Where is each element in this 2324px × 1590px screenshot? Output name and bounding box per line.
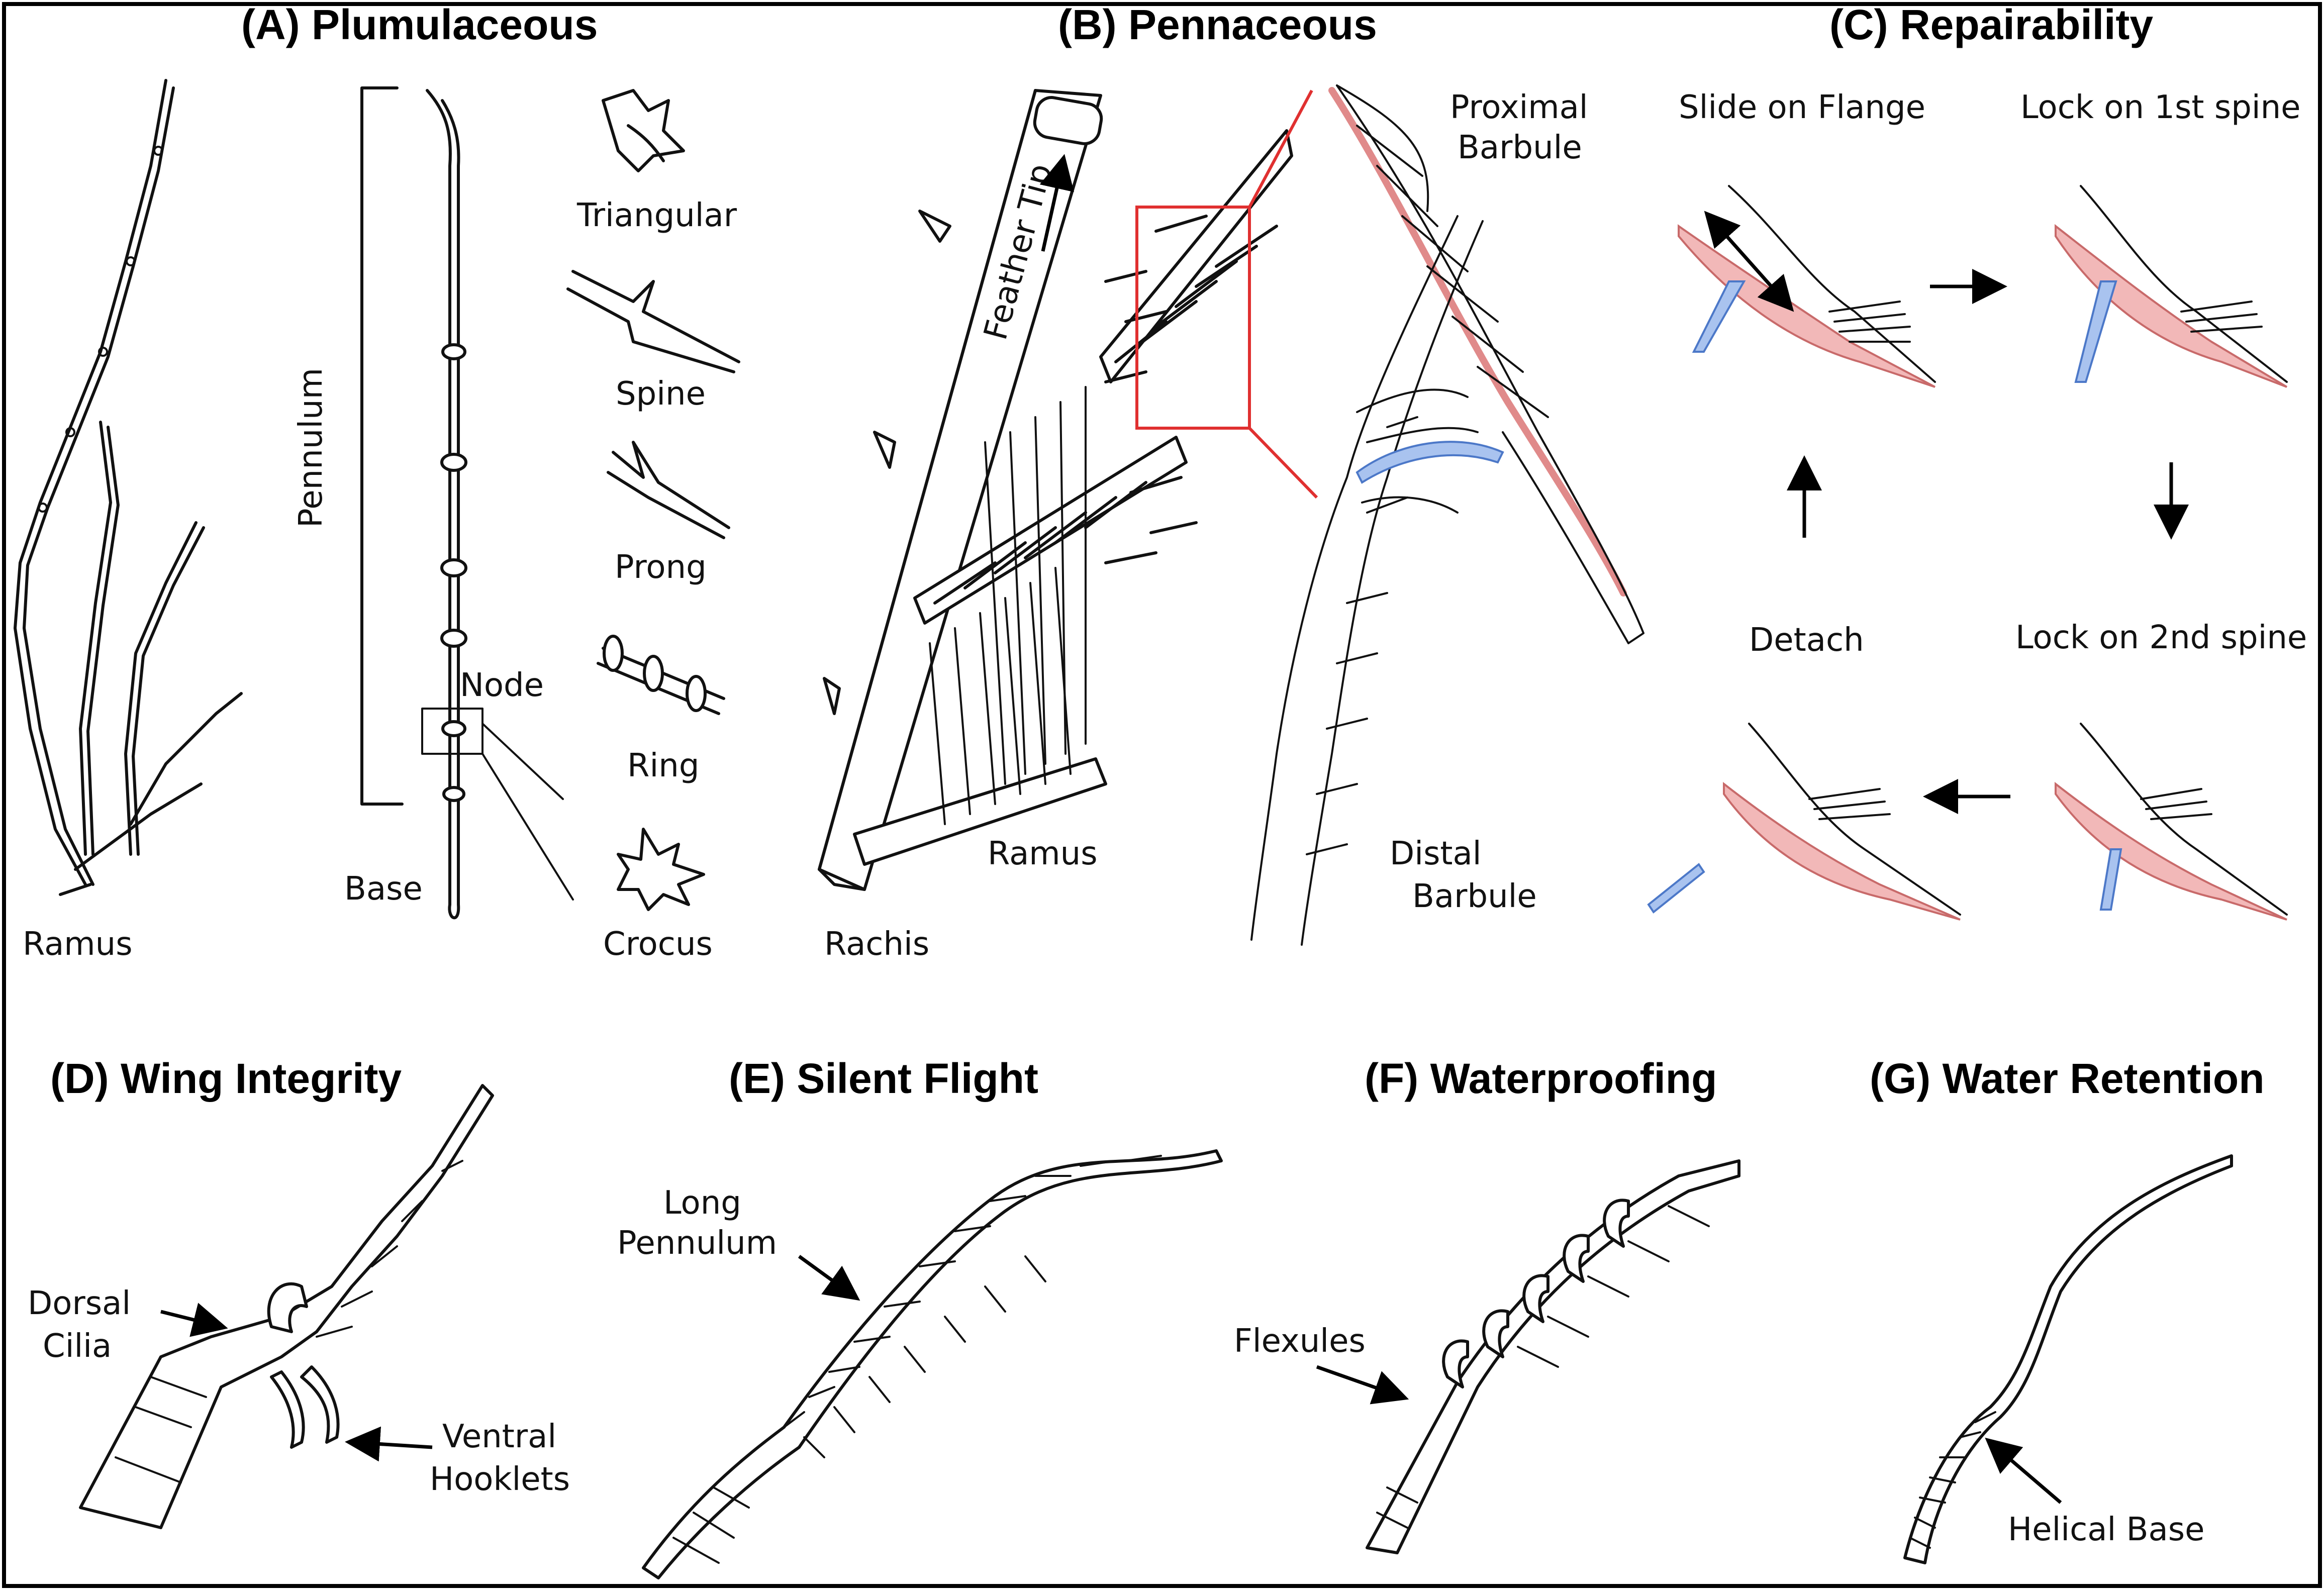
label-ventral-hooklets: Hooklets bbox=[430, 1461, 570, 1498]
panel-d: (D) Wing Integrity Dorsal Cilia Ventral … bbox=[28, 1055, 570, 1529]
label-dorsal-cilia: Cilia bbox=[43, 1328, 112, 1365]
node-inset-box bbox=[421, 708, 483, 755]
label-ring: Ring bbox=[627, 747, 699, 784]
label-proximal: Proximal bbox=[1450, 89, 1588, 126]
label-triangular: Triangular bbox=[576, 197, 737, 234]
spine-node-icon bbox=[566, 270, 740, 373]
repair-state-lock2 bbox=[2055, 723, 2288, 921]
label-ramus-a: Ramus bbox=[23, 926, 133, 963]
silent-flight-drawing bbox=[642, 1149, 1223, 1579]
label-long-pennulum: Pennulum bbox=[617, 1225, 777, 1262]
panel-g-title: (G) Water Retention bbox=[1870, 1055, 2265, 1102]
panel-e: (E) Silent Flight Long Pennulum bbox=[617, 1055, 1223, 1579]
label-distal: Distal bbox=[1390, 835, 1482, 872]
label-lock1: Lock on 1st spine bbox=[2020, 89, 2301, 126]
label-crocus: Crocus bbox=[603, 926, 713, 963]
label-ramus-b: Ramus bbox=[988, 835, 1098, 872]
panel-c: (C) Repairability Slide on Flange Lock o… bbox=[1647, 1, 2307, 921]
label-flexules: Flexules bbox=[1234, 1323, 1366, 1360]
arrow-helical-base bbox=[1985, 1437, 2062, 1504]
label-spine: Spine bbox=[616, 375, 706, 413]
label-helical-base: Helical Base bbox=[2008, 1511, 2204, 1548]
panel-e-title: (E) Silent Flight bbox=[729, 1055, 1038, 1102]
zoom-highlight-box bbox=[1135, 206, 1251, 430]
label-slide: Slide on Flange bbox=[1679, 89, 1925, 126]
arrow-long-pennulum bbox=[798, 1255, 860, 1301]
prong-node-icon bbox=[607, 441, 730, 539]
label-pennulum: Pennulum bbox=[293, 368, 330, 528]
label-base: Base bbox=[344, 870, 423, 908]
wing-integrity-drawing bbox=[79, 1084, 494, 1529]
panel-b-title: (B) Pennaceous bbox=[1058, 1, 1377, 48]
zoom-line-bottom bbox=[1248, 427, 1318, 499]
ramus-drawing bbox=[14, 79, 243, 896]
panel-a: (A) Plumulaceous Ramus Pennulum bbox=[14, 1, 740, 963]
label-rachis: Rachis bbox=[824, 926, 929, 963]
label-node: Node bbox=[460, 667, 544, 704]
repair-state-detach bbox=[1647, 723, 1961, 921]
arrow-ventral-hooklets bbox=[345, 1426, 433, 1462]
rachis-drawing bbox=[818, 89, 1103, 891]
ramus-upper-slab bbox=[1099, 129, 1293, 383]
triangular-node-icon bbox=[602, 89, 685, 172]
panel-d-title: (D) Wing Integrity bbox=[50, 1055, 402, 1102]
panel-a-title: (A) Plumulaceous bbox=[241, 1, 598, 48]
zoom-line-top bbox=[1248, 89, 1313, 208]
barbule-lattice bbox=[929, 215, 1278, 825]
repair-state-lock1 bbox=[2055, 185, 2288, 388]
waterproofing-drawing bbox=[1366, 1159, 1740, 1554]
pennulum-bracket bbox=[360, 86, 404, 806]
label-long: Long bbox=[663, 1184, 741, 1222]
barbule-closeup bbox=[1250, 84, 1644, 946]
feather-tip-arrow bbox=[1039, 154, 1075, 252]
panel-b: (B) Pennaceous Feather Tip Ramus Rachis bbox=[818, 1, 1644, 963]
label-prong: Prong bbox=[615, 549, 707, 586]
pennulum-barbule bbox=[426, 89, 467, 920]
label-proximal-barbule: Barbule bbox=[1458, 129, 1582, 166]
arrow-flexules bbox=[1316, 1365, 1409, 1405]
label-lock2: Lock on 2nd spine bbox=[2015, 619, 2307, 656]
panel-f-title: (F) Waterproofing bbox=[1365, 1055, 1717, 1102]
label-detach: Detach bbox=[1749, 622, 1864, 659]
crocus-node-icon bbox=[617, 828, 705, 911]
ring-node-icon bbox=[597, 635, 725, 715]
label-distal-barbule: Barbule bbox=[1412, 878, 1537, 915]
label-ventral: Ventral bbox=[442, 1418, 556, 1455]
panel-c-title: (C) Repairability bbox=[1829, 1, 2153, 48]
repair-state-slide bbox=[1678, 185, 1936, 388]
water-retention-drawing bbox=[1903, 1154, 2233, 1564]
panel-f: (F) Waterproofing Flexules bbox=[1234, 1055, 1740, 1554]
arrow-dorsal-cilia bbox=[160, 1303, 228, 1337]
panel-g: (G) Water Retention Helical Base bbox=[1870, 1055, 2265, 1564]
label-dorsal: Dorsal bbox=[28, 1285, 131, 1322]
ramus-base-slab bbox=[853, 757, 1107, 866]
